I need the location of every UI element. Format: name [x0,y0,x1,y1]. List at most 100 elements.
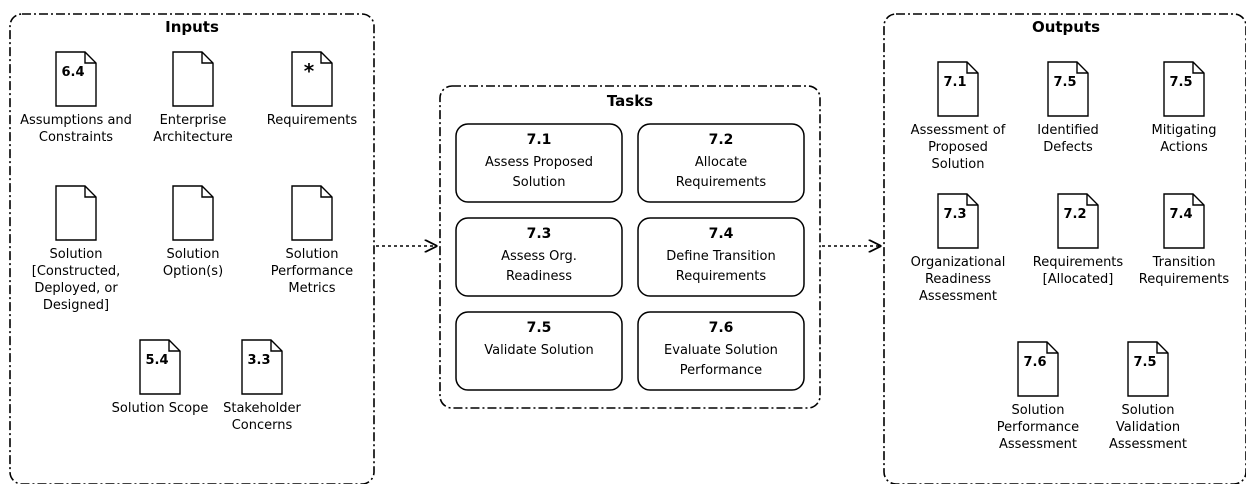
document-label-line: Assessment [999,437,1077,452]
document-label-line: [Allocated] [1043,272,1114,287]
document-ref: 7.2 [1063,207,1086,222]
document-label-line: Requirements [267,113,358,128]
document-label-line: Requirements [1139,272,1230,287]
document-fold [168,340,180,352]
outputs-title: Outputs [1032,18,1100,36]
document-icon [291,185,333,241]
document-fold [84,186,96,198]
document-icon [55,51,97,107]
task-box-frame [455,123,623,203]
inputs-document-3: * Requirements [267,51,358,128]
document-icon [172,51,214,107]
document-label-line: Metrics [288,281,335,296]
document-label-line: Requirements [1033,255,1124,270]
document-label-line: Solution [286,247,339,262]
document-label-line: Solution [1012,403,1065,418]
document-label-line: Assessment [1109,437,1187,452]
task-box-frame [637,311,805,391]
document-icon [241,339,283,395]
document-label-line: Solution [932,157,985,172]
document-icon [1127,341,1169,397]
task-label-line: Requirements [676,269,767,284]
document-label-line: Assessment [919,289,997,304]
document-fold [84,52,96,64]
document-label-line: Constraints [39,130,113,145]
task-label-line: Requirements [676,175,767,190]
document-ref: 7.1 [943,75,966,90]
document-fold [1076,62,1088,74]
document-fold [966,194,978,206]
document-label-line: Defects [1043,140,1093,155]
inputs-title: Inputs [165,18,219,36]
document-fold [201,186,213,198]
task-label-line: Solution [513,175,566,190]
document-ref: 7.4 [1169,207,1192,222]
task-box-frame [637,217,805,297]
inputs-panel [9,13,375,484]
document-label-line: Identified [1037,123,1098,138]
document-icon [1047,61,1089,117]
task-box-frame [455,311,623,391]
document-label-line: Architecture [153,130,233,145]
document-icon [1163,193,1205,249]
task-label-line: Allocate [695,155,747,170]
document-fold [1192,194,1204,206]
task-label-line: Performance [680,363,762,378]
task-label-line: Evaluate Solution [664,343,778,358]
document-label-line: Transition [1152,255,1216,270]
document-ref: 6.4 [61,65,84,80]
document-ref: * [304,59,315,83]
document-icon [1057,193,1099,249]
document-label-line: Mitigating [1152,123,1217,138]
document-ref: 5.4 [145,353,168,368]
task-ref: 7.4 [709,226,734,242]
document-label-line: Solution Scope [112,401,209,416]
document-fold [270,340,282,352]
task-ref: 7.1 [527,132,552,148]
inputs-document-4: Solution[Constructed,Deployed, orDesigne… [32,185,120,313]
document-fold [966,62,978,74]
task-label-line: Readiness [506,269,572,284]
outputs-panel [883,13,1246,484]
document-label-line: Assumptions and [20,113,132,128]
task-ref: 7.5 [527,320,552,336]
document-ref: 7.3 [943,207,966,222]
document-label-line: Proposed [928,140,988,155]
document-icon [937,193,979,249]
document-fold [201,52,213,64]
document-icon [937,61,979,117]
document-label-line: Readiness [925,272,991,287]
document-fold [1192,62,1204,74]
document-icon [291,51,333,107]
document-label-line: Solution [1122,403,1175,418]
document-icon [55,185,97,241]
document-ref: 3.3 [247,353,270,368]
document-icon [1163,61,1205,117]
document-icon [139,339,181,395]
document-fold [320,186,332,198]
document-label-line: Actions [1160,140,1208,155]
task-ref: 7.3 [527,226,552,242]
task-label-line: Validate Solution [484,343,593,358]
document-ref: 7.5 [1053,75,1076,90]
document-label-line: Assessment of [911,123,1006,138]
tasks-title: Tasks [607,92,653,110]
document-label-line: Performance [997,420,1079,435]
